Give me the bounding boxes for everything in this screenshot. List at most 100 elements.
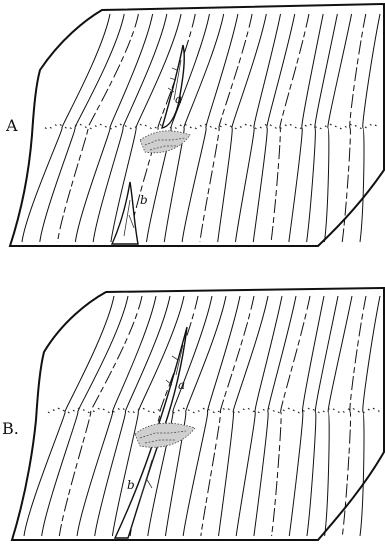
- panel-label-a: A: [5, 116, 18, 135]
- trace-dot: [378, 411, 380, 412]
- trace-dot: [210, 126, 212, 127]
- trace-dot: [70, 128, 72, 129]
- trace-dot: [55, 125, 57, 126]
- trace-dot: [58, 408, 60, 409]
- trace-dot: [98, 408, 100, 409]
- stratum-line: [165, 296, 226, 536]
- strata-lines-b: [24, 296, 380, 536]
- trace-dot: [265, 124, 267, 125]
- trace-dot: [335, 126, 337, 127]
- trace-dot: [218, 411, 220, 412]
- trace-dot: [53, 410, 55, 411]
- stratum-line: [324, 14, 351, 242]
- trace-dot: [348, 409, 350, 410]
- trace-dot: [230, 126, 232, 127]
- trace-dot: [253, 411, 255, 412]
- stratum-line: [40, 14, 124, 242]
- trace-dot: [295, 127, 297, 128]
- trace-dot: [118, 409, 120, 410]
- strata-lines-a: [22, 14, 380, 242]
- trace-dot: [215, 128, 217, 129]
- trace-dot: [275, 127, 277, 128]
- stratum-line: [307, 14, 338, 242]
- trace-dot: [60, 124, 62, 125]
- fault-trace-b: [48, 408, 380, 413]
- trace-dot: [273, 410, 275, 411]
- trace-dot: [238, 412, 240, 413]
- trace-dot: [243, 409, 245, 410]
- stratum-line: [148, 296, 212, 536]
- mark-b-lower: b: [140, 193, 148, 207]
- mark-a-upper: a: [175, 92, 182, 106]
- trace-dot: [48, 412, 50, 413]
- trace-dot: [338, 412, 340, 413]
- trace-dot: [308, 408, 310, 409]
- trace-dot: [250, 125, 252, 126]
- trace-dot: [90, 128, 92, 129]
- trace-dot: [345, 126, 347, 127]
- trace-dot: [303, 410, 305, 411]
- trace-dot: [313, 409, 315, 410]
- trace-dot: [145, 125, 147, 126]
- trace-dot: [298, 412, 300, 413]
- trace-dot: [288, 408, 290, 409]
- trace-dot: [248, 408, 250, 409]
- panel-b: B. a b: [2, 288, 384, 540]
- trace-dot: [333, 409, 335, 410]
- trace-dot: [360, 128, 362, 129]
- stratum-line: [200, 14, 252, 242]
- trace-dot: [300, 128, 302, 129]
- mark-b-lower: b: [127, 478, 135, 492]
- vein-b-fan: [135, 423, 195, 447]
- trace-dot: [370, 124, 372, 125]
- trace-dot: [108, 412, 110, 413]
- trace-dot: [245, 124, 247, 125]
- vein-a-upper: [162, 45, 184, 128]
- trace-dot: [88, 412, 90, 413]
- trace-dot: [85, 127, 87, 128]
- trace-dot: [325, 126, 327, 127]
- stratum-line: [218, 14, 267, 242]
- trace-dot: [323, 411, 325, 412]
- stratum-line: [289, 296, 324, 536]
- trace-dot: [65, 127, 67, 128]
- stratum-line: [289, 14, 323, 242]
- stratum-line: [75, 14, 152, 242]
- trace-dot: [368, 409, 370, 410]
- trace-dot: [133, 412, 135, 413]
- trace-dot: [148, 411, 150, 412]
- trace-dot: [105, 126, 107, 127]
- trace-dot: [310, 124, 312, 125]
- trace-dot: [240, 127, 242, 128]
- trace-dot: [203, 408, 205, 409]
- stratum-line: [112, 296, 184, 536]
- trace-dot: [340, 128, 342, 129]
- panel-a: A a b: [5, 4, 384, 246]
- stratum-line: [164, 14, 223, 242]
- stratum-line: [77, 296, 156, 536]
- vein-a-fan: [140, 131, 190, 153]
- stratum-line: [253, 14, 294, 242]
- trace-dot: [353, 408, 355, 409]
- stratum-line: [325, 296, 352, 536]
- trace-dot: [120, 124, 122, 125]
- trace-dot: [228, 409, 230, 410]
- trace-dot: [270, 125, 272, 126]
- trace-dot: [45, 128, 47, 129]
- stratum-line: [307, 296, 338, 536]
- trace-dot: [115, 126, 117, 127]
- trace-dot: [225, 124, 227, 125]
- trace-dot: [193, 412, 195, 413]
- trace-dot: [255, 128, 257, 129]
- stratum-line: [219, 296, 268, 536]
- trace-dot: [160, 124, 162, 125]
- stratum-line: [183, 296, 240, 536]
- trace-dot: [283, 410, 285, 411]
- stratum-line: [360, 296, 380, 536]
- trace-dot: [95, 126, 97, 127]
- stratum-line: [360, 14, 380, 242]
- trace-dot: [235, 128, 237, 129]
- fault-trace-a: [45, 124, 377, 129]
- trace-dot: [293, 410, 295, 411]
